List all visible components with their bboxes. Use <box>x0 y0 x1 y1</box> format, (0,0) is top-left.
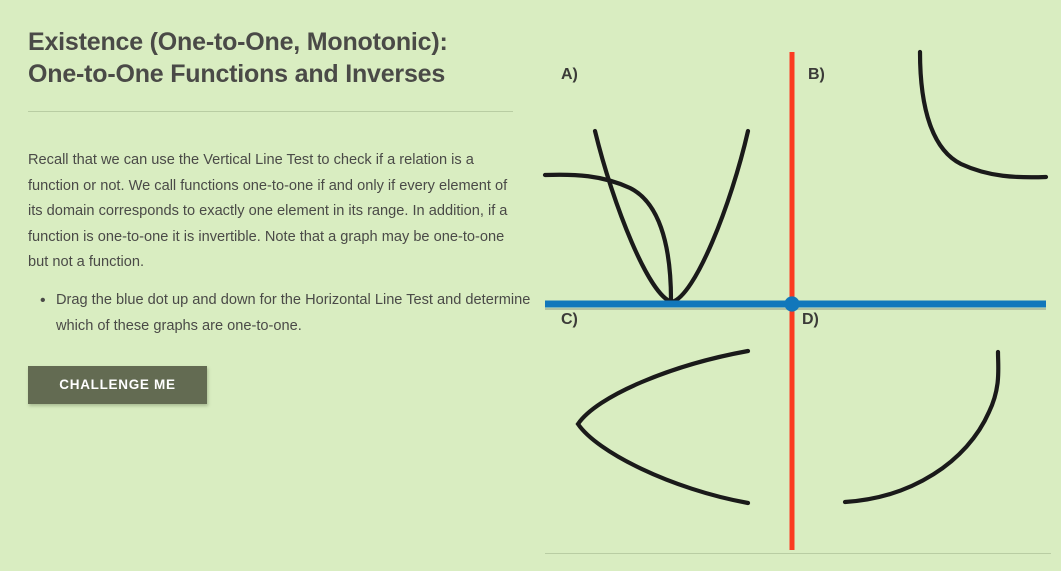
curve-b-hyperbola-upper <box>917 49 1049 180</box>
page-title-line-1: Existence (One-to-One, Monotonic): <box>28 28 448 56</box>
quadrant-label-c: C) <box>561 311 578 328</box>
title-divider <box>28 111 513 112</box>
intro-paragraph: Recall that we can use the Vertical Line… <box>28 152 508 270</box>
page-title-line-2: One-to-One Functions and Inverses <box>28 60 446 88</box>
quadrant-label-d: D) <box>802 311 819 328</box>
curve-b-hyperbola-lower <box>542 172 674 303</box>
list-item: • Drag the blue dot up and down for the … <box>40 288 551 339</box>
challenge-me-button[interactable]: CHALLENGE ME <box>28 366 207 404</box>
quadrant-label-b: B) <box>808 66 825 83</box>
page-title: Existence (One-to-One, Monotonic): One-t… <box>28 26 528 90</box>
curve-c-sideways-parabola <box>575 348 751 506</box>
quadrant-label-a: A) <box>561 66 578 83</box>
curve-d-exponential <box>842 349 1001 505</box>
bottom-divider <box>545 553 1051 554</box>
graph-panel[interactable]: A) B) C) D) <box>521 0 1061 571</box>
instructions-list: • Drag the blue dot up and down for the … <box>28 288 551 339</box>
list-item-label: Drag the blue dot up and down for the Ho… <box>56 292 531 334</box>
lesson-text-panel: Existence (One-to-One, Monotonic): One-t… <box>28 26 530 404</box>
graph-canvas[interactable] <box>521 0 1061 571</box>
bullet-icon: • <box>40 292 46 309</box>
blue-drag-dot[interactable] <box>784 296 800 312</box>
